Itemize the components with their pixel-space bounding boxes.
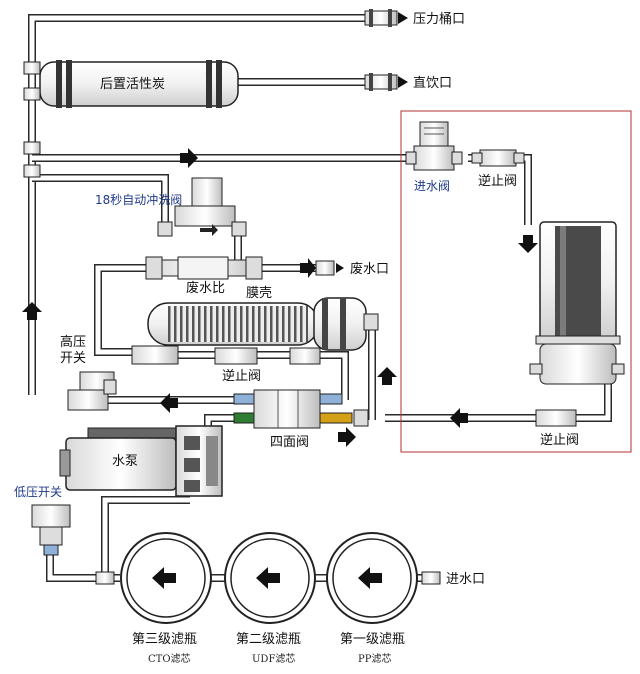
check-valve-top <box>471 149 525 167</box>
stage2-sub-label: UDF滤芯 <box>252 652 295 665</box>
waste-outlet-label: 废水口 <box>350 261 389 277</box>
arrow-right-waste <box>300 258 316 278</box>
auto-flush-label: 18秒自动冲洗阀 <box>95 192 182 207</box>
four-way-label: 四面阀 <box>270 435 309 450</box>
low-pressure-switch <box>31 504 71 556</box>
water-inlet-label: 进水口 <box>446 572 485 587</box>
flow-arrows <box>22 148 538 447</box>
pressure-tank-connector <box>364 9 408 27</box>
accent-box <box>400 110 632 453</box>
high-pressure-label-2: 开关 <box>60 351 86 366</box>
tank-filter-housing <box>529 221 625 385</box>
four-way-valve <box>233 389 369 429</box>
filter-stage-2 <box>224 532 316 624</box>
waste-ratio-valve <box>145 256 263 280</box>
inlet-valve-label: 进水阀 <box>414 179 450 193</box>
high-pressure-switch <box>67 371 117 411</box>
arrow-up-left <box>22 302 42 320</box>
arrow-right-top <box>180 148 198 168</box>
stage1-sub-label: PP滤芯 <box>358 652 391 665</box>
stage3-label: 第三级滤瓶 <box>132 632 197 647</box>
check-valve-mid-label: 逆止阀 <box>222 368 261 384</box>
direct-drink-label: 直饮口 <box>413 76 452 91</box>
check-valve-mid <box>131 345 321 365</box>
arrow-down-right <box>518 235 538 253</box>
direct-drink-connector <box>364 73 408 91</box>
filter-fittings <box>95 571 441 585</box>
post-carbon-label: 后置活性炭 <box>100 77 165 92</box>
arrow-right-mid <box>338 427 356 447</box>
filter-stage-3 <box>120 532 212 624</box>
check-valve-bottom-label: 逆止阀 <box>540 432 579 448</box>
arrow-left-mid <box>160 393 178 413</box>
filter-stage-1 <box>326 532 418 624</box>
check-valve-top-label: 逆止阀 <box>478 173 517 189</box>
arrow-left-right <box>450 408 468 428</box>
pump-label: 水泵 <box>112 454 138 469</box>
left-fittings <box>23 61 41 178</box>
pump <box>59 425 223 497</box>
membrane-label: 膜壳 <box>246 286 272 301</box>
low-pressure-label: 低压开关 <box>14 485 62 499</box>
stage1-label: 第一级滤瓶 <box>340 632 405 647</box>
auto-flush-valve <box>157 177 247 237</box>
stage2-label: 第二级滤瓶 <box>236 632 301 647</box>
check-valve-bottom <box>535 409 577 427</box>
waste-outlet-connector <box>315 260 344 276</box>
post-carbon-filter <box>39 60 239 108</box>
waste-ratio-label: 废水比 <box>186 280 225 296</box>
pressure-tank-label: 压力桶口 <box>413 12 465 27</box>
inlet-valve <box>405 121 463 171</box>
membrane-housing <box>147 297 379 351</box>
stage3-sub-label: CTO滤芯 <box>148 652 191 665</box>
high-pressure-label-1: 高压 <box>60 334 86 350</box>
arrow-up-mid <box>377 367 397 385</box>
